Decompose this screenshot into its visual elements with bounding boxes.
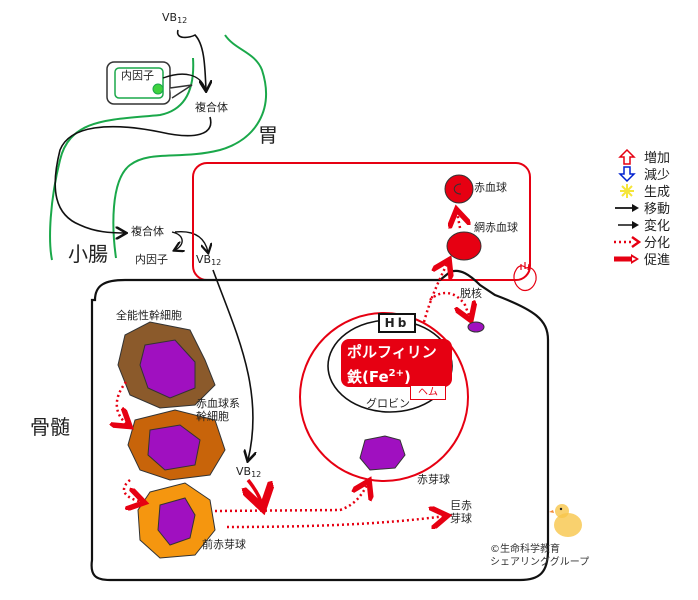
enucleated-nucleus [467,321,485,333]
complex-to-if-arrow [172,231,182,250]
intrinsic-factor-label-top: 内因子 [121,69,154,82]
change-arrow-icon [618,220,639,229]
intrinsic-factor-dot [152,83,164,95]
diff-arrow-erythroblast-to-ret [422,262,448,323]
heme-label: ヘム [410,385,446,400]
complex-to-intestine-arrow [54,116,212,233]
diff-arrow-ret-to-rbc [457,212,460,228]
promotion-arrow-icon [614,253,639,264]
diff-arrow-pro-to-erythroblast [214,483,368,513]
vb12-to-complex-arrow [176,29,206,90]
porphyrin-iron-box: ポルフィリン 鉄(Fe2+) [341,339,452,387]
down-arrow-icon [618,165,636,182]
gut-wall-inner [112,34,267,259]
small-intestine-label: 小腸 [68,242,108,266]
legend-item-differentiation: 分化 [612,233,670,251]
legend-item-promotion: 促進 [612,250,670,268]
heart-icon [513,262,537,292]
hemoglobin-box: Hb [378,313,416,333]
if-to-complex-arrow [162,73,206,89]
pluripotent-stem-cell-label: 全能性幹細胞 [116,309,182,322]
enucleation-label: 脱核 [460,287,482,300]
reticulocyte-label: 網赤血球 [474,221,518,234]
legend: 増加 減少 生成 移動 変化 分化 促進 [612,148,670,268]
legend-item-generate: 生成 [612,182,670,200]
copyright-text: ©生命科学教育 シェアリンググループ [490,544,590,568]
legend-item-move: 移動 [612,199,670,217]
legend-item-change: 変化 [612,216,670,234]
vb12-to-marrow-arrow [212,269,253,460]
diff-arrow-erythroid-to-pro [122,479,142,502]
sparkle-icon [620,183,634,198]
complex-label-intestine: 複合体 [131,225,164,238]
complex-label-top: 複合体 [195,101,228,114]
reticulocyte-shape [446,231,482,261]
differentiation-arrow-icon [614,235,642,248]
erythroblast-nucleus [359,435,406,471]
rbc-shape [444,174,474,204]
vb12-label-marrow: VB12 [236,465,262,479]
diff-arrow-to-enucleated [429,291,470,318]
legend-item-decrease: 減少 [612,165,670,183]
vb12-label-top: VB12 [162,11,188,25]
gut-wall-outer [49,57,195,261]
parietal-cell-box [106,61,171,105]
diff-arrow-stem-to-erythroid [117,381,128,425]
erythroblast-label: 赤芽球 [417,473,450,486]
move-arrow-icon [615,203,639,212]
diff-arrow-pro-to-megaloblast [226,516,445,527]
bone-marrow-outline [90,269,550,582]
erythroid-stem-cell-label: 赤血球系幹細胞 [196,397,240,423]
chick-mascot-icon [549,504,582,537]
bone-marrow-label: 骨髄 [30,415,70,439]
up-arrow-icon [618,148,636,165]
rbc-label: 赤血球 [474,181,507,194]
globin-label: グロビン [366,397,410,410]
intrinsic-factor-label-intestine: 内因子 [135,253,168,266]
megaloblast-label: 巨赤芽球 [450,499,472,525]
promote-arrow-vb12 [248,478,262,505]
complex-to-vb12-arrow [174,231,208,252]
stomach-label: 胃 [258,123,278,147]
proerythroblast-label: 前赤芽球 [202,538,246,551]
vb12-label-intestine: VB12 [196,253,222,267]
legend-item-increase: 増加 [612,148,670,166]
